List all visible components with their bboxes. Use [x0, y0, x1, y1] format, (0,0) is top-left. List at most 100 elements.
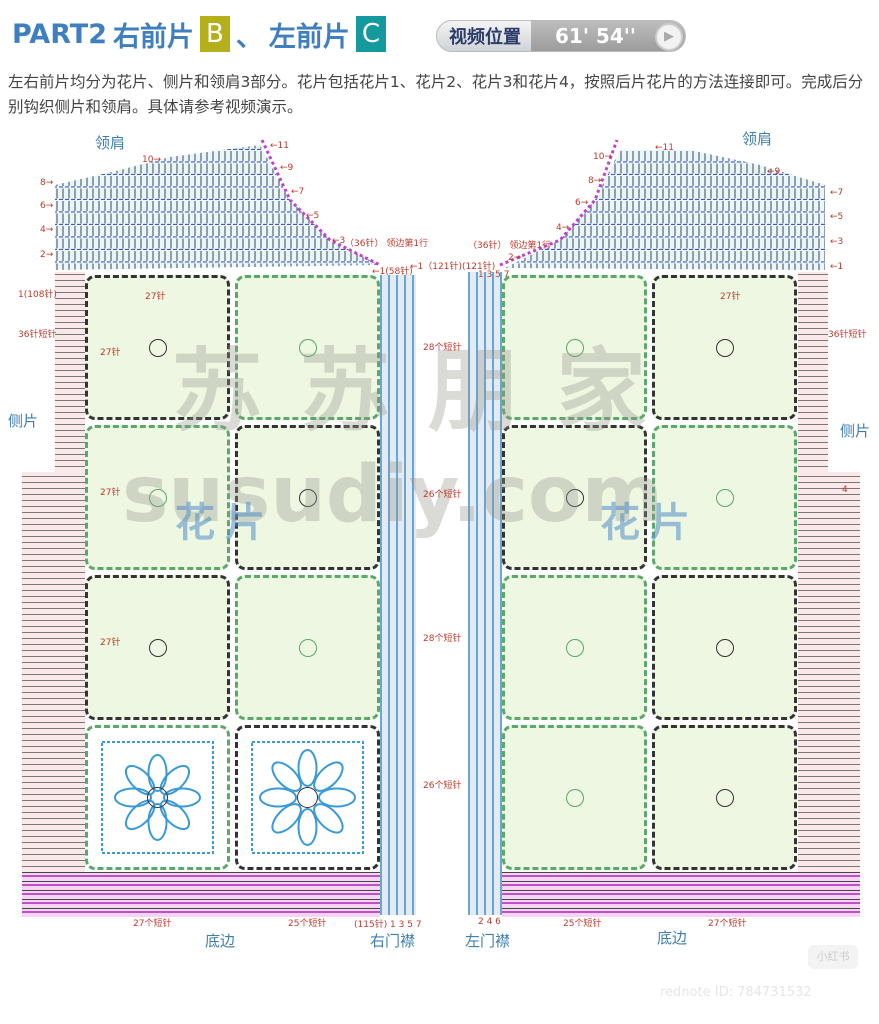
motif-square	[85, 725, 230, 870]
label-shoulder-left: 领肩	[742, 130, 773, 148]
placket-rows: 1 3 5 7	[478, 270, 510, 280]
motif-square	[235, 425, 380, 570]
row-label: (121针)	[462, 262, 496, 272]
motif-square	[652, 275, 797, 420]
label-bottom-left: 底边	[657, 929, 688, 947]
row-label: ←3	[830, 237, 844, 247]
right-front-neck-edge	[260, 139, 381, 267]
stitch-count: 27针	[100, 638, 121, 648]
neck-note: （36针） 领边第1行	[345, 239, 429, 249]
row-label: ←5	[306, 211, 320, 221]
row-label: 10→	[142, 155, 161, 165]
label-side-right: 侧片	[8, 412, 39, 430]
motif-square	[85, 425, 230, 570]
play-icon[interactable]: ▶	[655, 23, 683, 51]
center-ring-icon	[148, 338, 167, 357]
left-front-label: 左前片	[268, 21, 350, 53]
stitch-count: 27针	[100, 488, 121, 498]
stitch-count: 27针	[100, 348, 121, 358]
placket-count: 28个短针	[423, 634, 462, 644]
right-front-shoulder	[55, 145, 380, 270]
row-label: 6→	[575, 198, 589, 208]
stitch-count: 27针	[720, 292, 741, 302]
motif-square	[502, 425, 647, 570]
watermark-url: susudiy.com	[122, 450, 663, 540]
left-side-strip-lower	[798, 472, 860, 872]
center-ring-icon	[298, 338, 317, 357]
page-title: PART2 右前片 B 、 左前片 C	[12, 14, 386, 54]
row-label: 2→	[508, 253, 522, 263]
row-label: ←1	[830, 262, 844, 272]
app-watermark: 小红书	[808, 945, 858, 969]
badge-c: C	[355, 16, 386, 52]
center-ring-icon	[565, 638, 584, 657]
row-label: ←7	[291, 187, 305, 197]
center-ring-icon	[148, 638, 167, 657]
right-side-strip-lower	[22, 472, 85, 872]
label-placket-right: 右门襟	[370, 932, 416, 950]
bottom-count: 27个短针	[708, 919, 747, 929]
center-ring-icon	[565, 488, 584, 507]
row-label: ←9	[767, 167, 781, 177]
right-placket	[380, 275, 416, 915]
row-label: ←11	[270, 141, 289, 151]
row-label: ←11	[655, 143, 674, 153]
left-placket	[468, 272, 502, 915]
placket-rows: 2 4 6	[478, 917, 501, 927]
right-side-strip-upper	[55, 272, 85, 472]
row-label: ←5	[830, 212, 844, 222]
motif-square	[652, 575, 797, 720]
left-front-shoulder	[505, 150, 825, 270]
placket-count: 26个短针	[423, 781, 462, 791]
row-label: ←1（121针)	[410, 262, 462, 272]
placket-count: 26个短针	[423, 490, 462, 500]
row-label: 10→	[593, 152, 612, 162]
part-label: PART2	[12, 18, 107, 50]
row-label: 4→	[40, 225, 54, 235]
center-ring-icon	[565, 338, 584, 357]
center-ring-icon	[715, 788, 734, 807]
left-side-strip-upper	[798, 272, 828, 472]
motif-square	[85, 575, 230, 720]
video-label: 视频位置	[449, 27, 521, 48]
stitch-count: 27针	[145, 292, 166, 302]
left-bottom-band	[502, 872, 860, 917]
center-ring-icon	[298, 488, 317, 507]
motif-square	[235, 575, 380, 720]
label-shoulder-right: 领肩	[95, 134, 126, 152]
row-label: ←7	[830, 188, 844, 198]
label-bottom-right: 底边	[205, 932, 236, 950]
motif-chart	[101, 741, 214, 854]
row-label: 2→	[40, 250, 54, 260]
row-label: ←3	[332, 236, 346, 246]
row-label: 8→	[588, 176, 602, 186]
row-label: ←9	[280, 163, 294, 173]
motif-square	[235, 275, 380, 420]
center-ring-icon	[715, 638, 734, 657]
placket-count: 28个短针	[423, 343, 462, 353]
watermark-cn: 苏苏朋家	[172, 339, 684, 444]
center-ring-icon	[715, 488, 734, 507]
row-label: ←1(58针)	[372, 267, 413, 277]
row-label: 8→	[40, 178, 54, 188]
video-position-button[interactable]: 视频位置 61' 54'' ▶	[436, 20, 686, 52]
bottom-count: (115针) 1 3 5 7	[354, 920, 422, 930]
row-label: 4	[842, 485, 848, 495]
row-label: 6→	[40, 201, 54, 211]
center-ring-icon	[565, 788, 584, 807]
motif-square	[652, 425, 797, 570]
center-ring-icon	[715, 338, 734, 357]
motif-chart	[251, 741, 364, 854]
start-count: 1(108针)	[18, 290, 57, 300]
motif-square	[502, 575, 647, 720]
id-watermark: rednote ID: 784731532	[660, 985, 812, 1000]
motif-square	[85, 275, 230, 420]
watermark-flower-left: 花片	[175, 500, 275, 546]
center-ring-icon	[298, 638, 317, 657]
right-bottom-band	[22, 872, 380, 917]
side-count: 36针短针	[18, 330, 57, 340]
motif-square	[502, 275, 647, 420]
separator: 、	[235, 21, 263, 53]
badge-b: B	[200, 16, 230, 52]
